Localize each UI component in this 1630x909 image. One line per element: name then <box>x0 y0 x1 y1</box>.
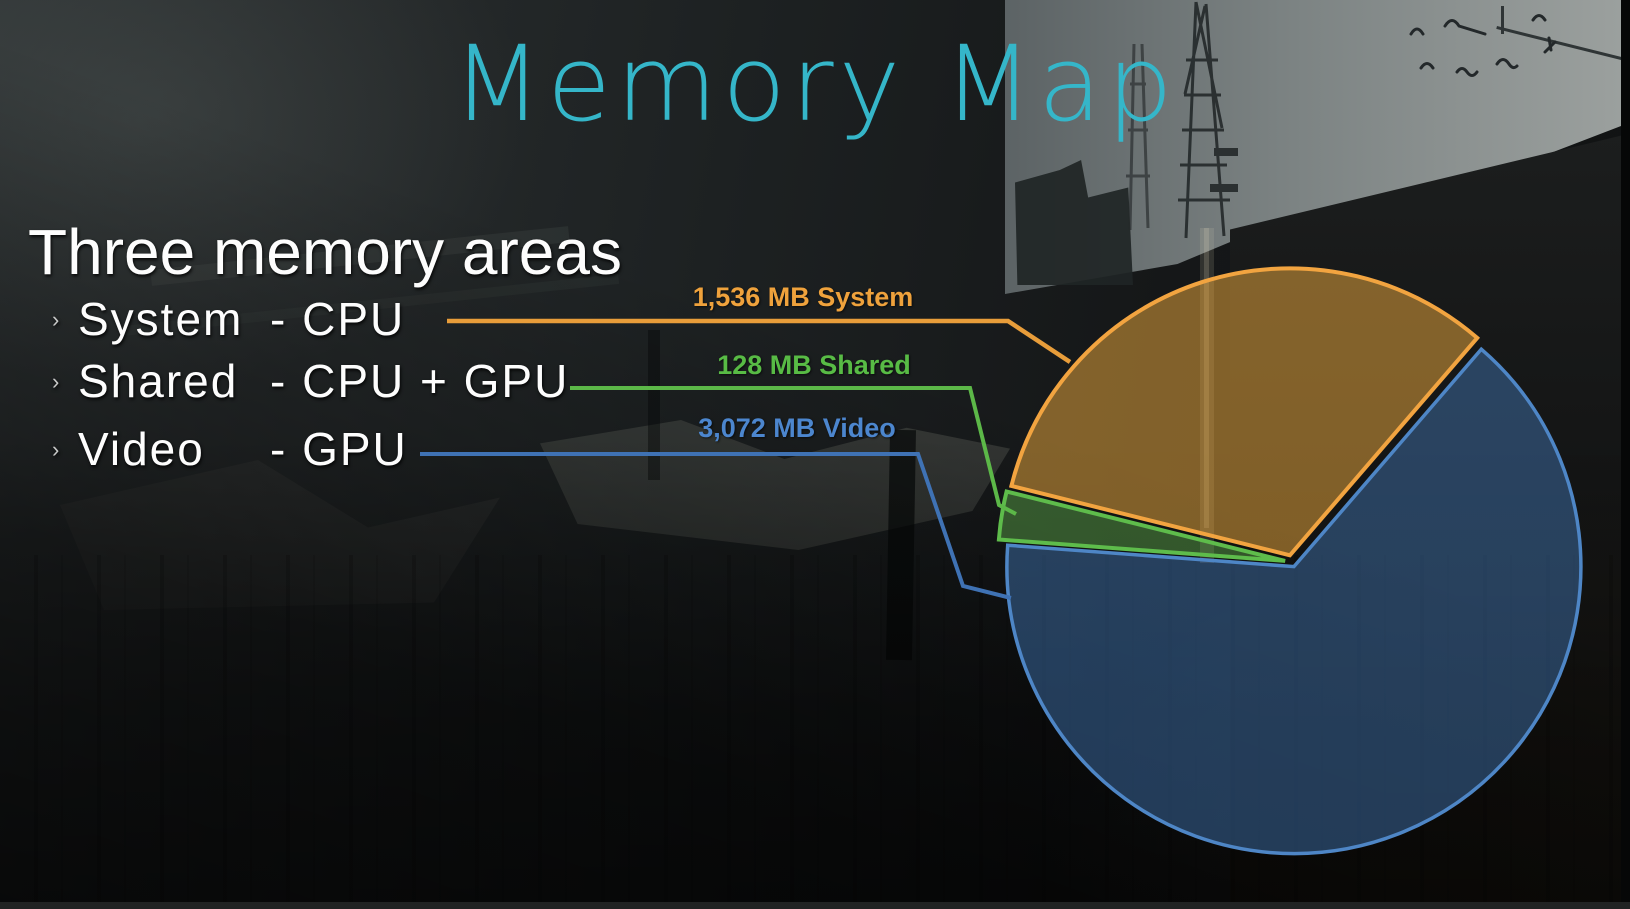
memory-area-name: System <box>78 293 244 345</box>
slice-label-system: 1,536 MB System <box>692 282 914 312</box>
slice-label-video: 3,072 MB Video <box>698 413 896 443</box>
list-item: › Shared - CPU + GPU <box>52 358 569 404</box>
memory-area-name: Video <box>78 423 205 475</box>
pie-slice-shared <box>996 489 1286 563</box>
screen-edge-bar <box>1621 0 1630 909</box>
bullet-arrow-icon: › <box>0 244 1 275</box>
pie-slices <box>996 266 1583 856</box>
slide-title: Memory Map <box>452 23 1178 145</box>
leader-line-shared <box>570 386 1017 516</box>
memory-area-name: Shared <box>78 355 239 407</box>
bullet-arrow-icon: › <box>52 307 60 332</box>
slice-label-shared: 128 MB Shared <box>717 350 911 380</box>
list-heading: Three memory areas <box>28 216 622 288</box>
antenna-tower-art <box>1126 1 1238 239</box>
pie-slice-system <box>1008 266 1481 558</box>
bullet-arrow-icon: › <box>52 437 60 462</box>
list-item: › Video - GPU <box>52 426 408 472</box>
list-item: › System - CPU <box>52 296 405 342</box>
screen-edge-bar <box>0 902 1630 909</box>
texture-streaks <box>0 555 1630 902</box>
bullet-arrow-icon: › <box>52 369 60 394</box>
memory-area-desc: - CPU + GPU <box>270 355 570 407</box>
leader-lines <box>420 318 1072 600</box>
pie-slice-video <box>1005 346 1583 856</box>
memory-area-desc: - GPU <box>270 423 408 475</box>
memory-area-desc: - CPU <box>270 293 406 345</box>
leader-line-system <box>447 318 1072 364</box>
leader-line-video <box>420 452 1012 600</box>
